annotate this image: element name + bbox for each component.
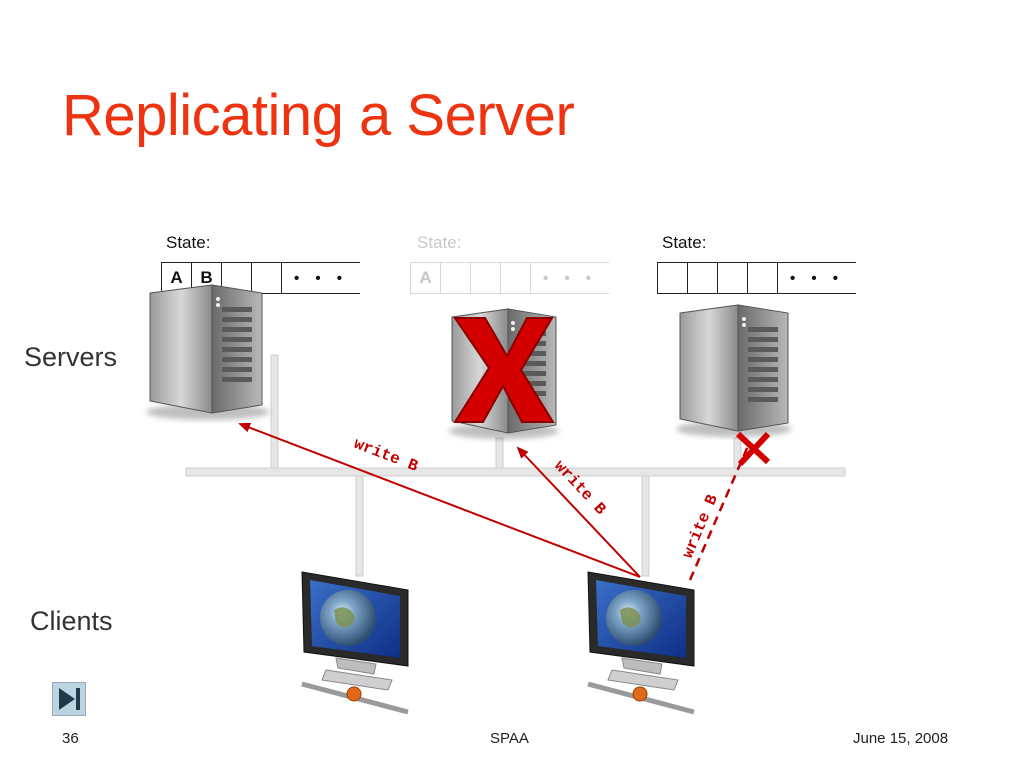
- server-3-state-label: State:: [662, 233, 707, 252]
- message-label: write B: [550, 457, 609, 519]
- server-1-state-label: State:: [166, 233, 211, 252]
- next-slide-button[interactable]: [52, 682, 86, 716]
- message-arrows: [238, 422, 750, 581]
- server-1-state-table: A B • • •: [161, 262, 360, 294]
- footer-date: June 15, 2008: [853, 730, 949, 747]
- client-computer-icon: [587, 571, 695, 715]
- server-3-state-table: • • •: [657, 262, 856, 294]
- server-icon: [146, 284, 270, 420]
- footer-center-text: SPAA: [490, 730, 529, 747]
- write-arrow-to-server-2: [516, 446, 641, 578]
- server-2-state-table: A • • •: [410, 262, 609, 294]
- state-cell: [441, 263, 471, 293]
- state-cell: B: [192, 263, 222, 293]
- state-cell: [658, 263, 688, 293]
- write-arrow-to-server-1: [238, 422, 641, 578]
- slide-title: Replicating a Server: [62, 83, 575, 148]
- clients-label: Clients: [30, 606, 113, 636]
- next-slide-icon: [59, 688, 80, 710]
- state-cell: A: [411, 263, 441, 293]
- state-cell: [222, 263, 252, 293]
- state-cell: A: [162, 263, 192, 293]
- state-cell: [501, 263, 531, 293]
- state-cell: [748, 263, 778, 293]
- client-computer-icon: [301, 571, 409, 715]
- network-lines: [185, 354, 846, 577]
- server-icon: [676, 304, 792, 437]
- state-cell: [688, 263, 718, 293]
- failure-x-icon: [453, 317, 555, 423]
- state-cell: [471, 263, 501, 293]
- state-more-cell: • • •: [542, 269, 598, 287]
- server-2-state-label: State:: [417, 233, 462, 252]
- state-cell: [718, 263, 748, 293]
- write-arrow-to-server-3-dropped: [688, 445, 750, 581]
- state-more-cell: • • •: [789, 269, 845, 287]
- slide-number: 36: [62, 730, 79, 747]
- state-cell: [252, 263, 282, 293]
- state-more-cell: • • •: [293, 269, 349, 287]
- servers-label: Servers: [24, 342, 118, 372]
- dropped-message-x-icon: [735, 431, 771, 467]
- message-label: write B: [679, 492, 722, 561]
